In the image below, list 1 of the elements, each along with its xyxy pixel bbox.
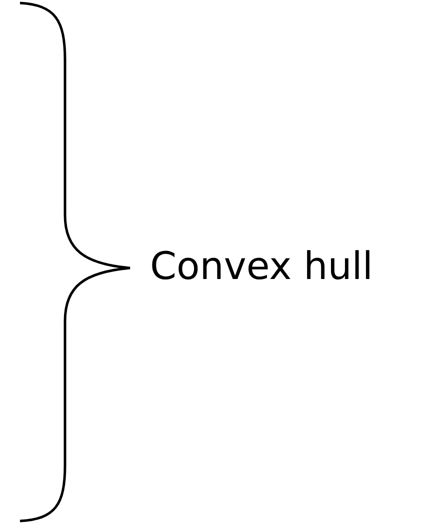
brace-label: Convex hull <box>150 244 373 290</box>
